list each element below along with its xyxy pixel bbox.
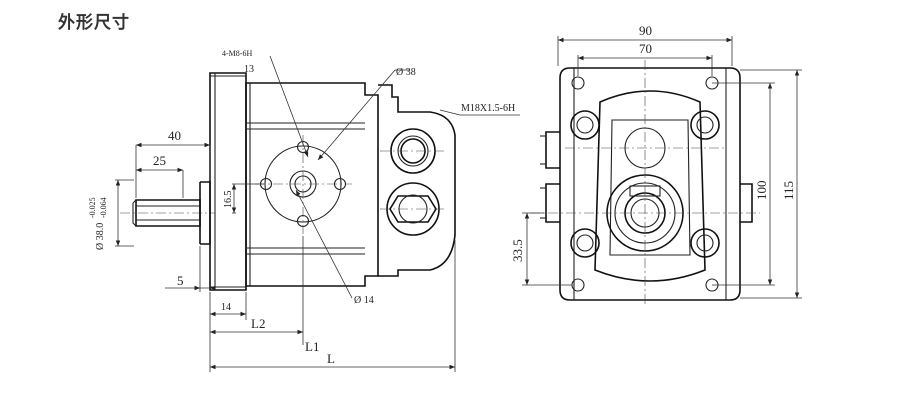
dim-l1: L1 — [305, 339, 319, 354]
dim-70: 70 — [639, 41, 652, 56]
dim-16-5: 16.5 — [223, 191, 234, 209]
dia-14-label: Ø 14 — [354, 295, 374, 306]
dim-l2: L2 — [251, 316, 265, 331]
bolt-depth-label: 13 — [244, 64, 254, 75]
shaft-dia: Ø 38.0 — [95, 223, 106, 250]
dim-100: 100 — [754, 181, 769, 201]
side-view: 4-M8-6H 13 Ø 38 M18X1.5-6H Ø 14 40 25 16… — [88, 49, 520, 372]
shaft-tol-lower: -0.064 — [99, 197, 108, 218]
dim-25: 25 — [153, 153, 166, 168]
dim-90: 90 — [639, 23, 652, 38]
dim-40: 40 — [168, 128, 181, 143]
bolt-label: 4-M8-6H — [222, 49, 252, 58]
dim-115: 115 — [781, 181, 796, 200]
front-view: 90 70 100 115 33.5 — [510, 23, 802, 305]
dia-38-label: Ø 38 — [396, 67, 416, 78]
dim-l: L — [327, 351, 335, 366]
dim-5: 5 — [177, 273, 184, 288]
dim-33-5: 33.5 — [510, 239, 525, 262]
thread-label: M18X1.5-6H — [461, 103, 515, 114]
shaft-tol-upper: -0.025 — [88, 197, 97, 218]
page-title: 外形尺寸 — [58, 13, 130, 33]
dim-14: 14 — [221, 302, 231, 313]
